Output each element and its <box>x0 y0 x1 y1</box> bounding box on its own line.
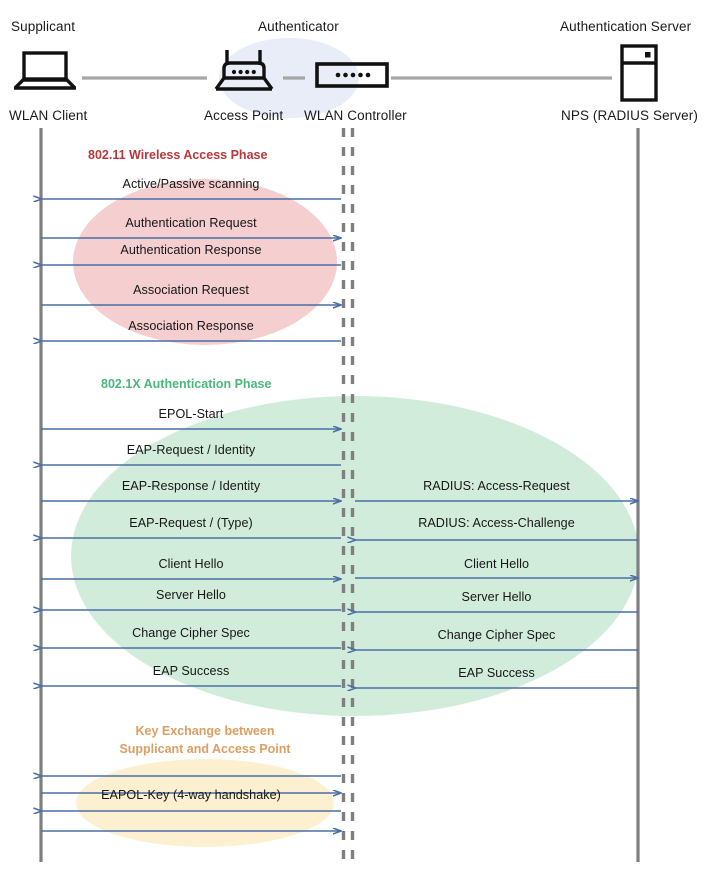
message-label: EAPOL-Key (4-way handshake) <box>101 788 281 802</box>
phase-ellipses <box>71 179 639 847</box>
message-arrows <box>41 199 638 831</box>
message-label: Authentication Request <box>125 216 257 230</box>
server-icon <box>620 44 658 107</box>
message-label: EAP Success <box>152 664 230 678</box>
actor-role-authenticator: Authenticator <box>258 19 339 34</box>
laptop-icon <box>10 50 80 95</box>
message-label: Association Response <box>128 319 254 333</box>
message-label: Server Hello <box>461 590 532 604</box>
message-label: Client Hello <box>464 557 529 571</box>
message-label: RADIUS: Access-Request <box>423 479 570 493</box>
actor-device-access-point: Access Point <box>204 108 284 123</box>
message-label: Authentication Response <box>120 243 262 257</box>
actor-device-nps-radius-server: NPS (RADIUS Server) <box>561 108 698 123</box>
message-label: EPOL-Start <box>158 407 224 421</box>
message-label: Server Hello <box>156 588 226 602</box>
ellipse-phase-802-1x <box>71 396 639 716</box>
message-label: Association Request <box>133 283 249 297</box>
actor-device-wlan-controller: WLAN Controller <box>304 108 407 123</box>
actor-role-authentication-server: Authentication Server <box>560 19 692 34</box>
message-label: Change Cipher Spec <box>132 626 250 640</box>
lifelines <box>39 128 640 862</box>
phase-label-802-11: 802.11 Wireless Access Phase <box>88 148 268 162</box>
message-label: EAP Success <box>458 666 535 680</box>
phase-label-key-exchange-line1: Key Exchange between <box>135 724 275 738</box>
message-label: Active/Passive scanning <box>122 177 260 191</box>
message-label: Change Cipher Spec <box>437 628 556 642</box>
ellipse-phase-802-11 <box>73 179 337 345</box>
message-label: EAP-Request / (Type) <box>129 516 253 530</box>
phase-label-key-exchange-line2: Supplicant and Access Point <box>119 742 291 756</box>
access-point-icon <box>212 48 276 97</box>
message-label: EAP-Request / Identity <box>126 443 256 457</box>
wlan-controller-icon <box>315 62 389 93</box>
message-label: EAP-Response / Identity <box>121 479 261 493</box>
actor-role-supplicant: Supplicant <box>11 19 76 34</box>
ellipse-phase-key-exchange <box>76 759 334 847</box>
phase-label-802-1x: 802.1X Authentication Phase <box>101 377 272 391</box>
message-label: Client Hello <box>158 557 224 571</box>
message-label: RADIUS: Access-Challenge <box>418 516 575 530</box>
actor-device-wlan-client: WLAN Client <box>9 108 88 123</box>
header-graphics <box>82 38 612 118</box>
